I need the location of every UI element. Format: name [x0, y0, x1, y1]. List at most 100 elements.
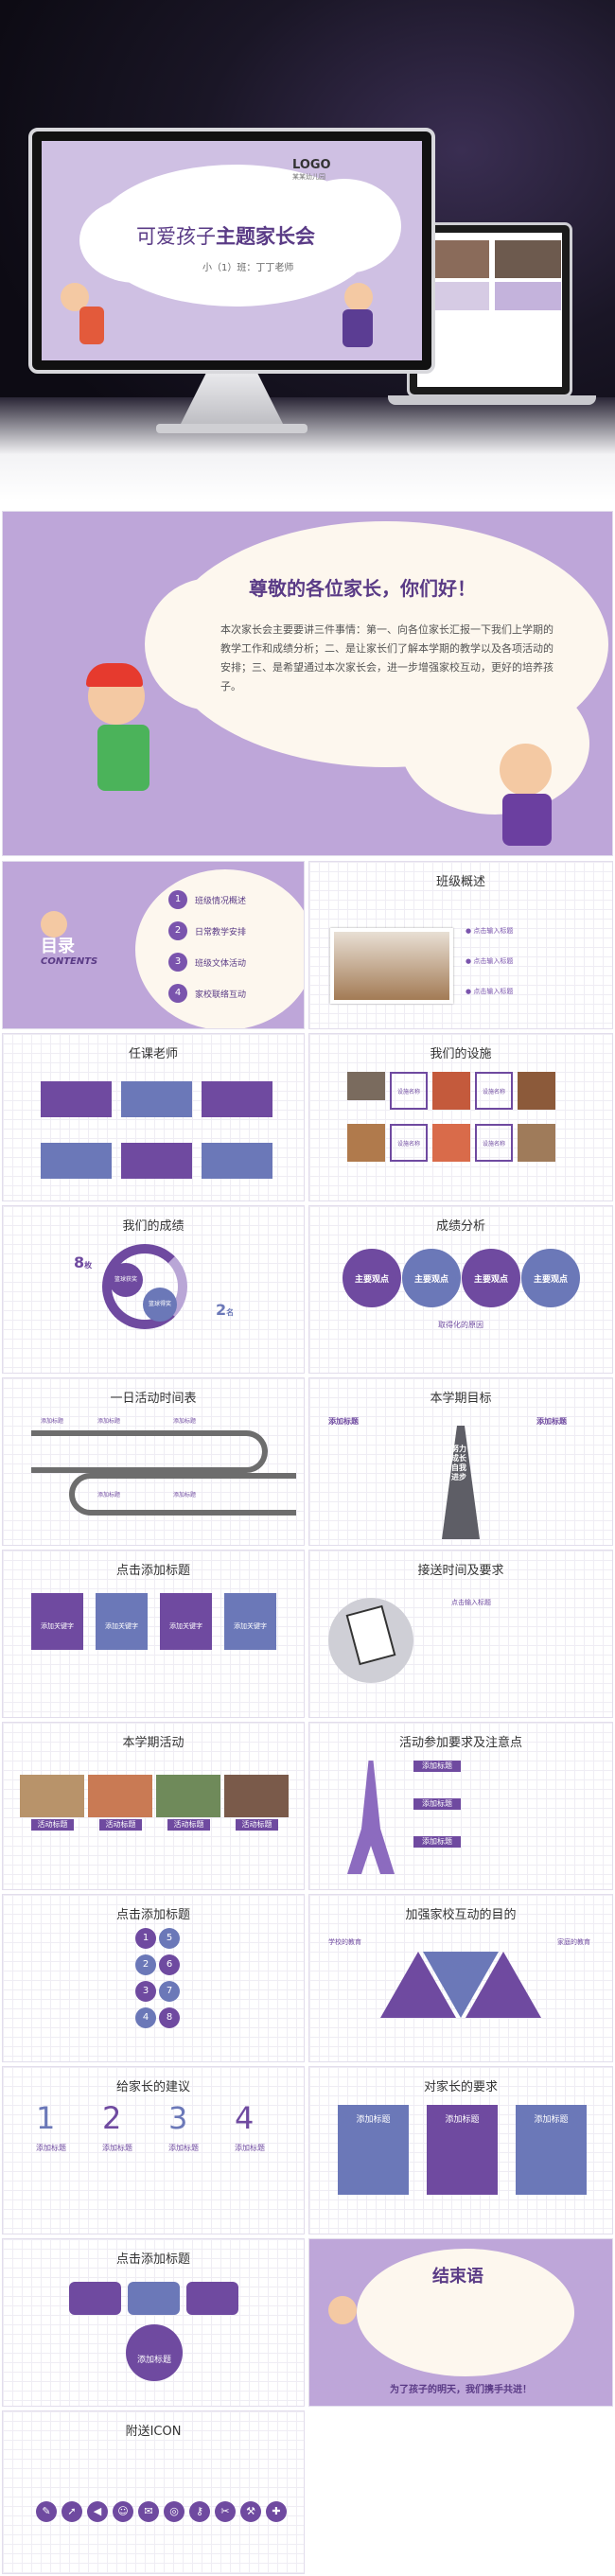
- toc-item[interactable]: 1 班级情况概述: [168, 890, 246, 909]
- slide-title: 成绩分析: [435, 1219, 485, 1234]
- classroom-photo: [330, 928, 453, 1004]
- kid-illustration-3: [344, 283, 373, 311]
- toc-title: 目录: [41, 937, 75, 956]
- number-circle: 7: [159, 1981, 180, 2002]
- kid-illustration-2: [79, 307, 104, 344]
- activities-slide: 本学期活动 活动标题 活动标题 活动标题 活动标题: [2, 1722, 305, 1890]
- slide-title: 本学期活动: [122, 1736, 184, 1750]
- mail-icon: ✉: [138, 2501, 159, 2522]
- hero-title: 可爱孩子主题家长会: [136, 225, 315, 248]
- center-badge: 添加标题: [126, 2324, 183, 2381]
- teacher-card: [121, 1081, 192, 1117]
- slide-title: 我们的成绩: [122, 1219, 184, 1234]
- activity-photo: [156, 1775, 220, 1817]
- hero-section: LOGO 某某幼儿园 可爱孩子主题家长会 小（1）班：丁丁老师: [0, 0, 615, 501]
- advice-num: 1: [36, 2100, 56, 2136]
- facilities-slide: 我们的设施 设施名称 设施名称 设施名称 设施名称: [308, 1033, 613, 1201]
- closing-title: 结束语: [432, 2267, 483, 2287]
- icons-slide: 附送ICON ✎ ➚ ◀ ☺ ✉ ◎ ⚷ ✂ ⚒ ✚: [2, 2410, 305, 2574]
- teacher-card: [41, 1081, 112, 1117]
- slide-title: 点击添加标题: [115, 2252, 190, 2267]
- toc-item[interactable]: 3 班级文体活动: [168, 953, 246, 972]
- facility-label: 设施名称: [475, 1124, 513, 1162]
- teachers-slide: 任课老师: [2, 1033, 305, 1201]
- participation-slide: 活动参加要求及注意点 添加标题 添加标题 添加标题: [308, 1722, 613, 1890]
- facility-photo: [432, 1124, 470, 1162]
- tools-icon: ⚒: [240, 2501, 261, 2522]
- timeline-road: [31, 1430, 268, 1473]
- slide-title: 我们的设施: [430, 1047, 492, 1061]
- number-circle: 4: [135, 2007, 156, 2028]
- keyword-card[interactable]: 添加关键字: [31, 1593, 83, 1650]
- analysis-circle: 主要观点: [343, 1249, 401, 1307]
- slide-title: 任课老师: [128, 1047, 178, 1061]
- activity-tag: 活动标题: [99, 1819, 142, 1831]
- requirement-col: 添加标题: [427, 2105, 498, 2195]
- timeline-slide: 一日活动时间表 添加标题 添加标题 添加标题 添加标题 添加标题: [2, 1377, 305, 1546]
- interaction-left: 学校的教育: [328, 1938, 361, 1946]
- goals-slide: 本学期目标 添加标题 添加标题 努力成长自我进步: [308, 1377, 613, 1546]
- closing-cloud: [357, 2249, 574, 2376]
- analysis-caption: 取得化的原因: [438, 1321, 483, 1329]
- activity-photo: [20, 1775, 84, 1817]
- kid-illustration-4: [343, 309, 373, 347]
- hero-logo: LOGO: [292, 158, 331, 172]
- activity-tag: 活动标题: [236, 1819, 278, 1831]
- bubble-box: [186, 2282, 238, 2315]
- goals-tag: 添加标题: [536, 1417, 567, 1426]
- toc-slide: 目录 CONTENTS 1 班级情况概述 2 日常教学安排 3 班级文体活动 4…: [2, 861, 305, 1029]
- goals-center-text: 努力成长自我进步: [451, 1445, 466, 1481]
- facility-photo: [347, 1072, 385, 1100]
- pickup-head: 点击输入标题: [451, 1599, 491, 1606]
- participation-tag: 添加标题: [413, 1761, 461, 1772]
- click-add3-slide: 点击添加标题 添加标题: [2, 2238, 305, 2407]
- slide-title: 点击添加标题: [115, 1908, 190, 1922]
- slide-title: 附送ICON: [125, 2425, 182, 2439]
- advice-label: 添加标题: [235, 2144, 265, 2152]
- toc-kid-illustration: [41, 911, 67, 938]
- timeline-label: 添加标题: [41, 1418, 64, 1425]
- monitor-stand: [180, 374, 284, 426]
- monitor-base: [156, 424, 308, 433]
- facility-photo: [518, 1124, 555, 1162]
- welcome-slide: 尊敬的各位家长，你们好！ 本次家长会主要要讲三件事情：第一、向各位家长汇报一下我…: [2, 511, 613, 856]
- keyword-card[interactable]: 添加关键字: [160, 1593, 212, 1650]
- results-ring: [102, 1244, 187, 1329]
- scissors-icon: ✂: [215, 2501, 236, 2522]
- keyword-card[interactable]: 添加关键字: [96, 1593, 148, 1650]
- slide-title: 加强家校互动的目的: [405, 1908, 517, 1922]
- facility-photo: [347, 1124, 385, 1162]
- puzzle-icon: ✚: [266, 2501, 287, 2522]
- analysis-slide: 成绩分析 主要观点 主要观点 主要观点 主要观点 取得化的原因: [308, 1205, 613, 1374]
- analysis-circle: 主要观点: [462, 1249, 520, 1307]
- boy-body-right: [502, 794, 552, 846]
- key-icon: ⚷: [189, 2501, 210, 2522]
- facility-label: 设施名称: [475, 1072, 513, 1110]
- toc-list: 1 班级情况概述 2 日常教学安排 3 班级文体活动 4 家校联络互动: [168, 890, 246, 1003]
- hero-logo-sub: 某某幼儿园: [292, 173, 325, 181]
- number-circle: 8: [159, 2007, 180, 2028]
- results-num-1: 8枚: [74, 1253, 93, 1271]
- participation-tag: 添加标题: [413, 1836, 461, 1848]
- overview-item: ● 点击输入标题: [466, 927, 514, 935]
- analysis-circle: 主要观点: [402, 1249, 461, 1307]
- welcome-heading: 尊敬的各位家长，你们好！: [249, 577, 476, 600]
- number-circle: 5: [159, 1928, 180, 1949]
- monitor-screen: LOGO 某某幼儿园 可爱孩子主题家长会 小（1）班：丁丁老师: [42, 141, 422, 360]
- advice-label: 添加标题: [102, 2144, 132, 2152]
- boy-cap-icon: [86, 663, 143, 687]
- slide-title: 给家长的建议: [115, 2080, 190, 2094]
- eiffel-tower-icon: [347, 1761, 395, 1874]
- requirements-slide: 对家长的要求 添加标题 添加标题 添加标题: [308, 2066, 613, 2234]
- class-overview-slide: 班级概述 ● 点击输入标题 ● 点击输入标题 ● 点击输入标题: [308, 861, 613, 1029]
- toc-item[interactable]: 4 家校联络互动: [168, 984, 246, 1003]
- toc-item[interactable]: 2 日常教学安排: [168, 921, 246, 940]
- click-add2-slide: 点击添加标题 1 5 2 6 3 7 4 8: [2, 1894, 305, 2062]
- slide-title: 班级概述: [435, 875, 485, 889]
- slide-title: 一日活动时间表: [110, 1392, 197, 1406]
- closing-slide: 结束语 为了孩子的明天，我们携手共进！: [308, 2238, 613, 2407]
- teacher-card: [202, 1081, 272, 1117]
- keyword-card[interactable]: 添加关键字: [224, 1593, 276, 1650]
- activity-tag: 活动标题: [167, 1819, 210, 1831]
- laptop-screen: [417, 233, 562, 387]
